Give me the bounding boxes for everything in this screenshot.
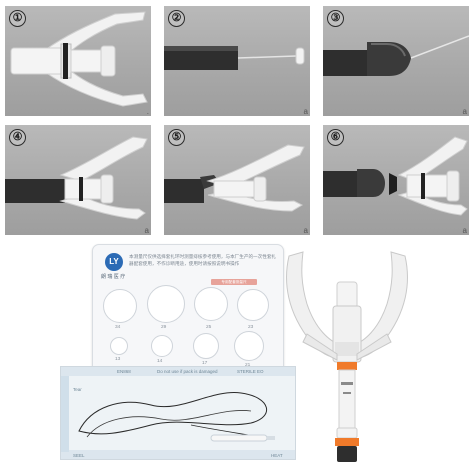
gauge-hole-label: 14: [157, 359, 163, 364]
pouch-sterile-mark: STERILE EO: [237, 369, 264, 374]
ligation-device: [281, 242, 413, 464]
corner-mark: a: [462, 226, 467, 235]
gauge-instructions: 本测量尺仅供选择套扎环时测量痔核参考使用，与本厂生产的一次性套扎器配套使用，不作…: [129, 254, 277, 266]
pouch-tear-label: Tear: [73, 387, 82, 392]
step-panel-6: ⑥ a: [323, 125, 469, 235]
pouch-code: EN868: [117, 369, 131, 374]
product-composition: LY 朗 瑞 医 疗 本测量尺仅供选择套扎环时测量痔核参考使用，与本厂生产的一次…: [0, 238, 474, 464]
ligation-bands-illustration: [78, 392, 275, 442]
corner-mark: .: [146, 107, 149, 116]
step-4-illustration: [5, 136, 148, 220]
step-panel-3: ③ a: [323, 6, 469, 116]
gauge-hole: [194, 287, 228, 321]
step-number-badge: ⑥: [327, 129, 344, 146]
gauge-hole-label: 17: [202, 361, 208, 366]
sterile-pouch: EN868 Do not use if pack is damaged STER…: [60, 366, 296, 460]
step-number-badge: ⑤: [168, 129, 185, 146]
corner-mark: a: [462, 107, 467, 116]
corner-mark: a: [303, 226, 308, 235]
pouch-bottom-seal: [61, 450, 295, 459]
gauge-hole: [103, 289, 137, 323]
gauge-hole-label: 29: [161, 325, 167, 330]
step-panel-2: ② a: [164, 6, 310, 116]
step-panel-4: ④ a: [5, 125, 151, 235]
step-1-illustration: [10, 11, 148, 107]
gauge-hole-label: 23: [248, 325, 254, 330]
pouch-warning: Do not use if pack is damaged: [157, 369, 218, 374]
pouch-right-label: HEAT: [271, 453, 283, 458]
step-number-badge: ④: [9, 129, 26, 146]
gauge-hole: [151, 335, 173, 357]
ligation-device-illustration: [286, 251, 408, 462]
gauge-hole-label: 13: [115, 357, 121, 362]
pouch-top-seal: [61, 367, 295, 376]
step-number-badge: ①: [9, 10, 26, 27]
measuring-gauge-card: LY 朗 瑞 医 疗 本测量尺仅供选择套扎环时测量痔核参考使用，与本厂生产的一次…: [92, 244, 284, 390]
corner-mark: a: [303, 107, 308, 116]
step-6-illustration: [323, 136, 468, 216]
gauge-hole: [237, 289, 269, 321]
step-panel-5: ⑤ a: [164, 125, 310, 235]
step-number-badge: ③: [327, 10, 344, 27]
gauge-hole-label: 21: [245, 363, 250, 368]
gauge-stamp: 专用配套测量尺: [211, 279, 257, 285]
step-5-illustration: [164, 144, 305, 212]
gauge-hole: [234, 331, 264, 361]
pouch-side-seal: [61, 376, 69, 452]
step-number-badge: ②: [168, 10, 185, 27]
corner-mark: a: [144, 226, 149, 235]
step-2-illustration: [164, 46, 305, 70]
brand-logo-subtitle: 朗 瑞 医 疗: [101, 274, 126, 280]
gauge-hole: [110, 337, 128, 355]
gauge-hole: [147, 285, 185, 323]
gauge-hole-label: 25: [206, 325, 212, 330]
gauge-hole-label: 34: [115, 325, 121, 330]
brand-logo: LY: [105, 253, 123, 271]
gauge-hole: [193, 333, 219, 359]
pouch-left-label: SEEL: [73, 453, 85, 458]
step-panel-1: ① .: [5, 6, 151, 116]
step-3-illustration: [323, 35, 469, 76]
